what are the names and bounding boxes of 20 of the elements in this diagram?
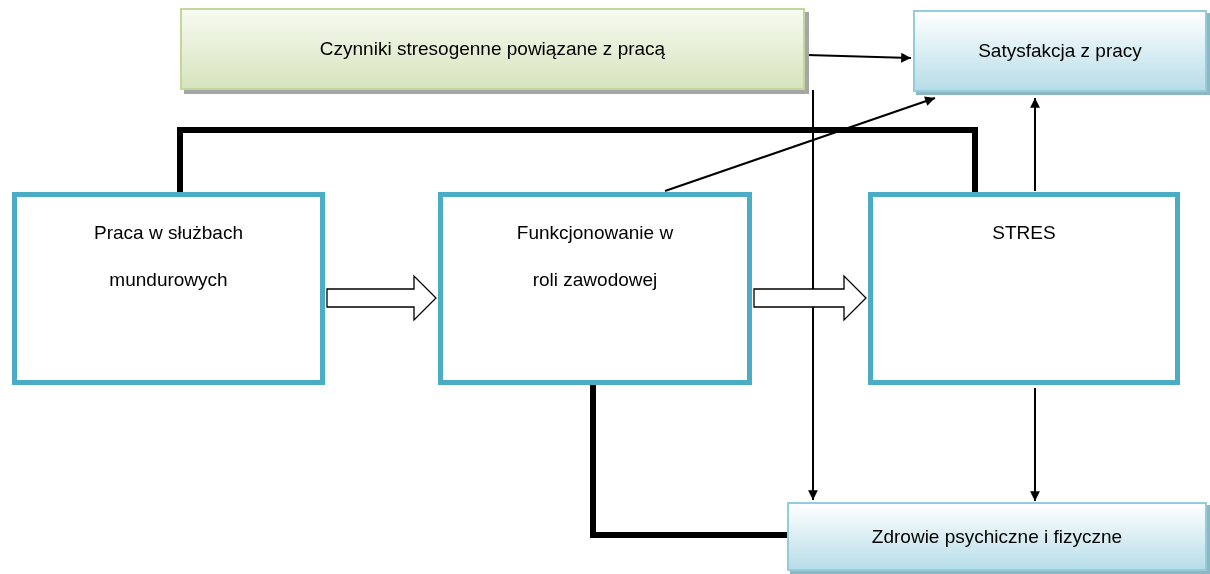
process-box (12, 192, 325, 385)
arrow (664, 96, 936, 192)
connector-line (177, 127, 978, 192)
arrow (1030, 387, 1040, 502)
arrow (1030, 97, 1040, 192)
outcome-box (913, 10, 1207, 92)
node-label: Funkcjonowanie w roli zawodowej (515, 221, 675, 292)
node-label: Czynniki stresogenne powiązane z pracą (319, 38, 666, 60)
node-label: STRES (991, 221, 1057, 245)
node-label: Praca w służbach mundurowych (93, 221, 244, 292)
process-box (438, 192, 752, 385)
block-arrow (326, 274, 437, 322)
process-box (868, 192, 1180, 385)
connector-line (590, 385, 787, 538)
arrow (806, 52, 912, 63)
arrow (808, 89, 818, 501)
node-label: Zdrowie psychiczne i fizyczne (871, 525, 1123, 548)
outcome-box (787, 502, 1207, 571)
block-arrow (753, 274, 867, 322)
node-label: Satysfakcja z pracy (978, 40, 1142, 62)
